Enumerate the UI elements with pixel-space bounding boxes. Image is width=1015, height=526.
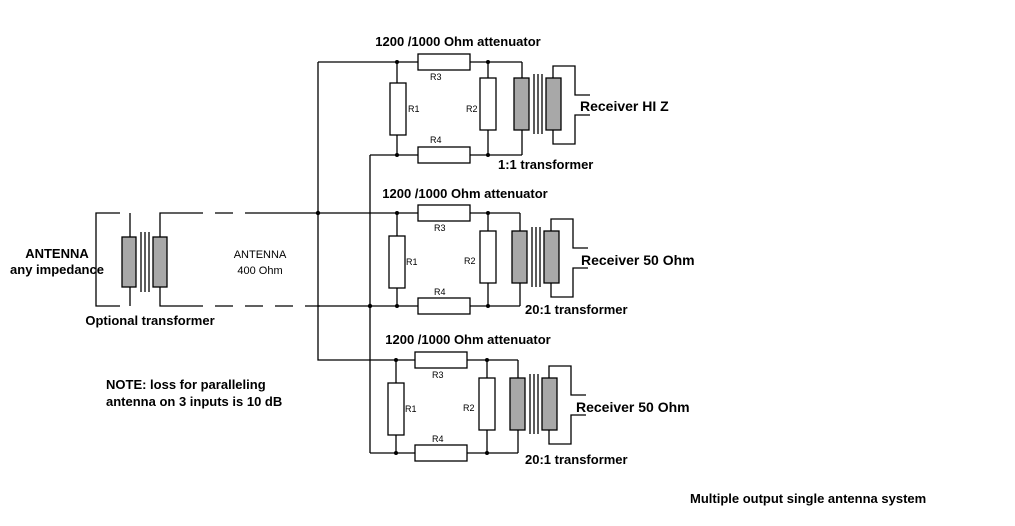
receiver-lead-top bbox=[550, 218, 588, 249]
resistor-r4 bbox=[417, 146, 471, 164]
transformer-ratio-label: 1:1 transformer bbox=[498, 157, 593, 172]
optional-transformer-label: Optional transformer bbox=[85, 313, 214, 328]
bus-vertical-top-conductor bbox=[317, 62, 370, 361]
label-r3: R3 bbox=[432, 370, 444, 380]
label-r1: R1 bbox=[405, 404, 417, 414]
attenuator-label: 1200 /1000 Ohm attenuator bbox=[382, 186, 547, 201]
attenuator-label: 1200 /1000 Ohm attenuator bbox=[375, 34, 540, 49]
antenna-feed-label: ANTENNA bbox=[234, 249, 287, 261]
resistor-r3 bbox=[414, 351, 468, 369]
transformer-ratio-label: 20:1 transformer bbox=[525, 452, 628, 467]
transformer-secondary bbox=[541, 377, 558, 431]
antenna-feed-bottom-wire bbox=[159, 287, 185, 307]
receiver-lead-bottom bbox=[550, 267, 588, 298]
output-block-2: R3 R4 R1 R2 1200 /1000 Ohm attenuator Re… bbox=[318, 186, 695, 317]
resistor-r4 bbox=[414, 444, 468, 462]
receiver-lead-bottom bbox=[548, 414, 586, 445]
output-block-3: R3 R4 R1 R2 1200 /1000 Ohm attenuator Re… bbox=[370, 332, 690, 467]
bus-wiring bbox=[315, 61, 373, 453]
label-r4: R4 bbox=[430, 135, 442, 145]
note-line-2: antenna on 3 inputs is 10 dB bbox=[106, 394, 282, 409]
antenna-bracket bbox=[95, 212, 120, 307]
resistor-r2 bbox=[479, 77, 497, 131]
transformer-primary bbox=[509, 377, 526, 431]
antenna-feed-top-wire bbox=[159, 212, 185, 237]
transformer-primary bbox=[511, 230, 528, 284]
receiver-label: Receiver HI Z bbox=[580, 98, 669, 114]
receiver-lead-bottom bbox=[552, 114, 590, 145]
label-r4: R4 bbox=[432, 434, 444, 444]
antenna-transformer-primary bbox=[121, 236, 137, 288]
output-block-1: R3 R4 R1 R2 1200 /1000 Ohm attenuator Re… bbox=[370, 34, 669, 172]
resistor-r2 bbox=[478, 377, 496, 431]
transformer-ratio-label: 20:1 transformer bbox=[525, 302, 628, 317]
label-r2: R2 bbox=[466, 104, 478, 114]
resistor-r1 bbox=[387, 382, 405, 436]
antenna-transformer-secondary bbox=[152, 236, 168, 288]
transformer-primary bbox=[513, 77, 530, 131]
label-r2: R2 bbox=[463, 403, 475, 413]
attenuator-label: 1200 /1000 Ohm attenuator bbox=[385, 332, 550, 347]
label-r4: R4 bbox=[434, 287, 446, 297]
receiver-label: Receiver 50 Ohm bbox=[576, 399, 690, 415]
diagram-title: Multiple output single antenna system bbox=[690, 491, 926, 506]
antenna-impedance-label: any impedance bbox=[10, 262, 104, 277]
label-r1: R1 bbox=[408, 104, 420, 114]
resistor-r3 bbox=[417, 204, 471, 222]
label-r1: R1 bbox=[406, 257, 418, 267]
receiver-lead-top bbox=[552, 65, 590, 96]
antenna-feed-impedance-label: 400 Ohm bbox=[237, 265, 282, 277]
label-r2: R2 bbox=[464, 256, 476, 266]
resistor-r3 bbox=[417, 53, 471, 71]
antenna-label: ANTENNA bbox=[25, 246, 89, 261]
transformer-secondary bbox=[545, 77, 562, 131]
label-r3: R3 bbox=[430, 72, 442, 82]
antenna-section: ANTENNA any impedance Optional transform… bbox=[10, 212, 370, 328]
receiver-label: Receiver 50 Ohm bbox=[581, 252, 695, 268]
resistor-r4 bbox=[417, 297, 471, 315]
label-r3: R3 bbox=[434, 223, 446, 233]
resistor-r1 bbox=[388, 235, 406, 289]
receiver-lead-top bbox=[548, 365, 586, 396]
resistor-r1 bbox=[389, 82, 407, 136]
transformer-secondary bbox=[543, 230, 560, 284]
resistor-r2 bbox=[479, 230, 497, 284]
note-line-1: NOTE: loss for paralleling bbox=[106, 377, 266, 392]
